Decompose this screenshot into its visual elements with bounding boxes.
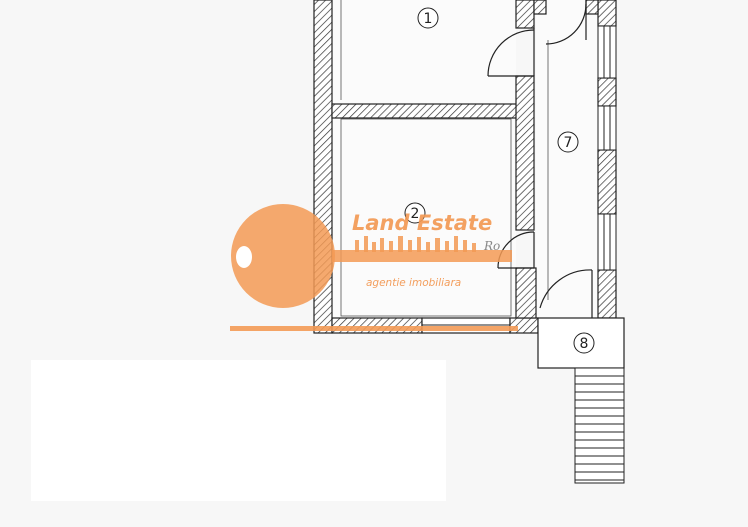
room-7-floor bbox=[536, 0, 598, 318]
door-top-swing bbox=[545, 3, 587, 45]
key-underline bbox=[230, 326, 518, 331]
room-8-marker: 8 bbox=[573, 332, 595, 354]
wall-room1-room2 bbox=[331, 103, 519, 119]
right-wall-windows bbox=[597, 25, 617, 271]
wall-mid-top bbox=[515, 0, 535, 29]
window-right-3 bbox=[597, 213, 617, 271]
wall-top-right-2 bbox=[585, 0, 599, 15]
watermark-brand: Land Estate bbox=[352, 211, 492, 235]
room-1-label: 1 bbox=[424, 11, 433, 27]
door-1-swing bbox=[487, 29, 535, 77]
wall-right-2 bbox=[597, 77, 617, 107]
wall-mid-center bbox=[515, 75, 535, 231]
wall-mid-bottom bbox=[515, 267, 537, 319]
room-1-marker: 1 bbox=[417, 7, 439, 29]
wall-right-4 bbox=[597, 269, 617, 319]
city-skyline-icon bbox=[355, 236, 476, 252]
stairs-outline bbox=[574, 367, 625, 484]
window-right-1 bbox=[597, 25, 617, 79]
window-right-2 bbox=[597, 105, 617, 151]
wall-right-top bbox=[597, 0, 617, 27]
room-2-marker: 2 bbox=[404, 202, 426, 224]
room-8-label: 8 bbox=[580, 336, 589, 352]
room-7-marker: 7 bbox=[557, 131, 579, 153]
wall-right-3 bbox=[597, 149, 617, 215]
wall-top-right bbox=[533, 0, 547, 15]
room-2-inner-outline bbox=[340, 118, 512, 317]
key-shaft bbox=[332, 250, 512, 262]
watermark-mark: Ro bbox=[483, 239, 500, 253]
stairs bbox=[574, 367, 625, 484]
room-7-label: 7 bbox=[564, 135, 573, 151]
room-2-label: 2 bbox=[411, 206, 420, 222]
blank-panel bbox=[31, 360, 446, 501]
key-logo-icon bbox=[231, 204, 335, 308]
watermark-tagline: agentie imobiliara bbox=[366, 277, 461, 289]
watermark: Land Estate Ro agentie imobiliara bbox=[230, 204, 518, 331]
key-hole-icon bbox=[236, 246, 252, 268]
door-8-swing bbox=[539, 269, 593, 309]
